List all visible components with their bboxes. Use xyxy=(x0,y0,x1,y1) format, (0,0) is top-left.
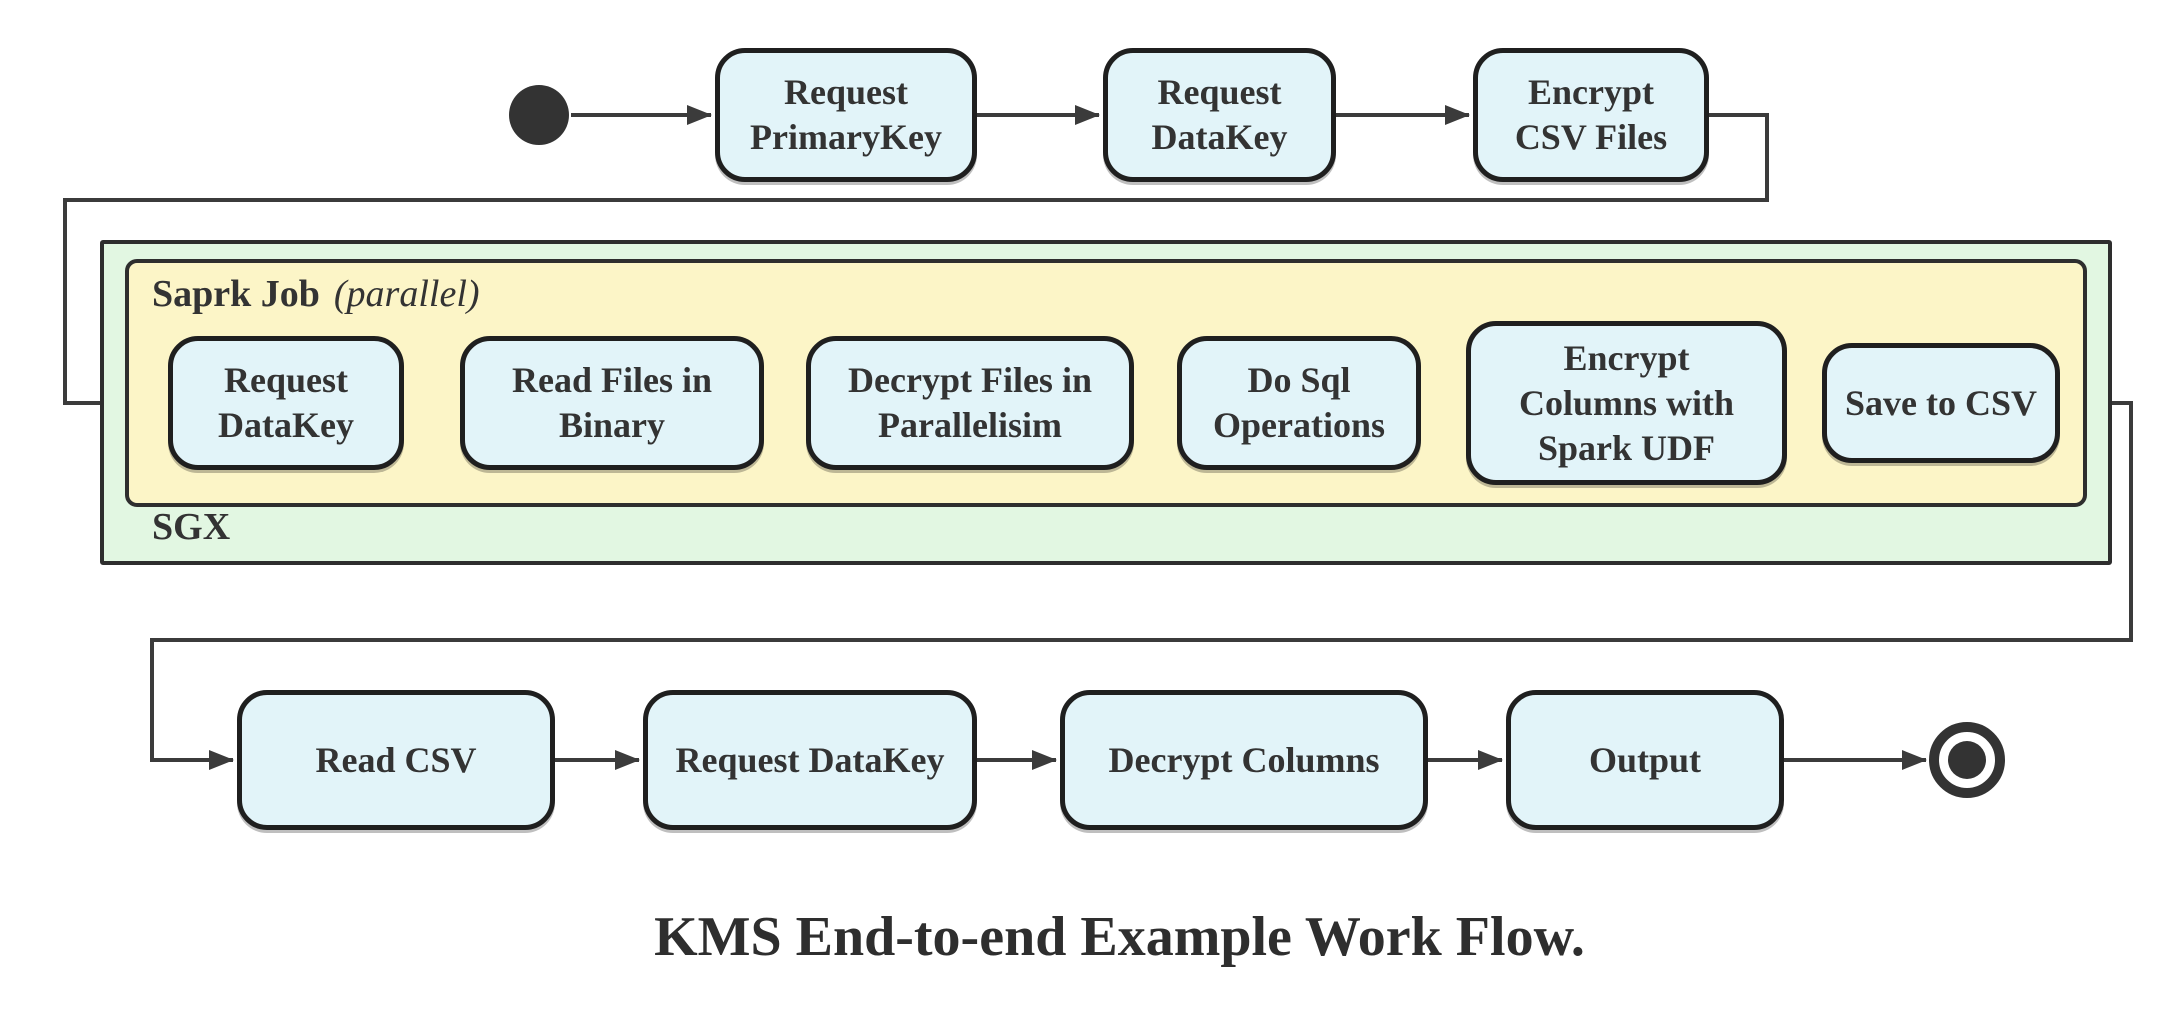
node-do-sql-operations: Do Sql Operations xyxy=(1177,336,1421,470)
node-request-datakey-3: Request DataKey xyxy=(643,690,977,830)
diagram-caption: KMS End-to-end Example Work Flow. xyxy=(654,906,1585,968)
edge-encrypt-csv-files-to-sgx-request-datakey xyxy=(63,113,1769,413)
node-encrypt-columns-with-spark-udf: Encrypt Columns with Spark UDF xyxy=(1466,321,1787,485)
node-request-primarykey: Request PrimaryKey xyxy=(715,48,977,182)
spark-job-parallel-annotation: (parallel) xyxy=(333,273,480,315)
node-save-to-csv: Save to CSV xyxy=(1822,343,2060,463)
node-read-csv: Read CSV xyxy=(237,690,555,830)
node-read-files-in-binary: Read Files in Binary xyxy=(460,336,764,470)
final-state-node xyxy=(1929,722,2005,798)
spark-job-title: Saprk Job xyxy=(152,273,320,315)
node-request-datakey-2: Request DataKey xyxy=(168,336,404,470)
spark-job-label: Saprk Job (parallel) xyxy=(152,272,480,316)
node-request-datakey-1: Request DataKey xyxy=(1103,48,1336,182)
sgx-label: SGX xyxy=(152,506,231,548)
node-output: Output xyxy=(1506,690,1784,830)
edge-save-to-csv-to-read-csv xyxy=(150,401,2133,770)
node-decrypt-files-in-parallelisim: Decrypt Files in Parallelisim xyxy=(806,336,1134,470)
node-encrypt-csv-files: Encrypt CSV Files xyxy=(1473,48,1709,182)
node-decrypt-columns: Decrypt Columns xyxy=(1060,690,1428,830)
initial-state-node xyxy=(509,85,569,145)
final-state-inner-dot xyxy=(1948,741,1986,779)
